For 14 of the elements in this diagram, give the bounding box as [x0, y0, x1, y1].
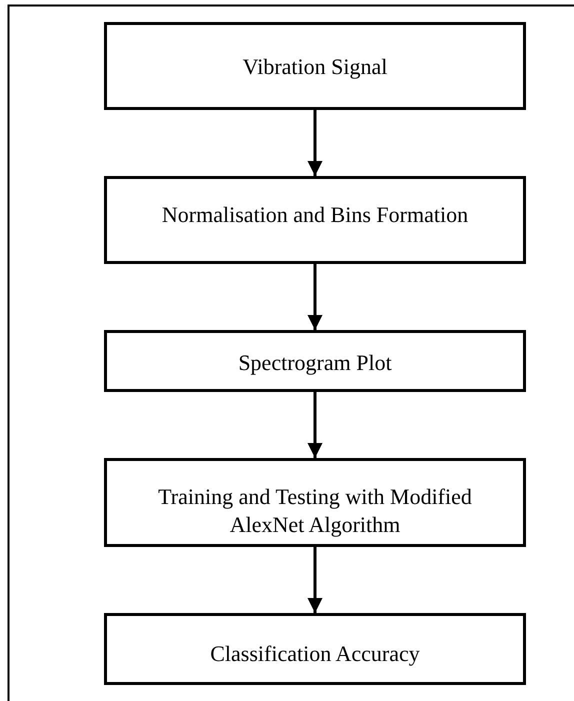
process-box [104, 330, 526, 392]
arrow [308, 110, 322, 176]
process-box [104, 613, 526, 685]
box-text: Training and Testing with Modified AlexNet Algorithm [157, 483, 473, 539]
arrow [308, 547, 322, 613]
process-box [104, 22, 526, 110]
process-box [104, 458, 526, 547]
box-text: Normalisation and Bins Formation [160, 201, 470, 229]
box-text: Classification Accuracy [209, 640, 421, 668]
box-text: Spectrogram Plot [237, 349, 393, 377]
arrow [308, 392, 322, 458]
arrow [308, 264, 322, 330]
process-box [104, 176, 526, 264]
box-text: Vibration Signal [242, 53, 388, 81]
